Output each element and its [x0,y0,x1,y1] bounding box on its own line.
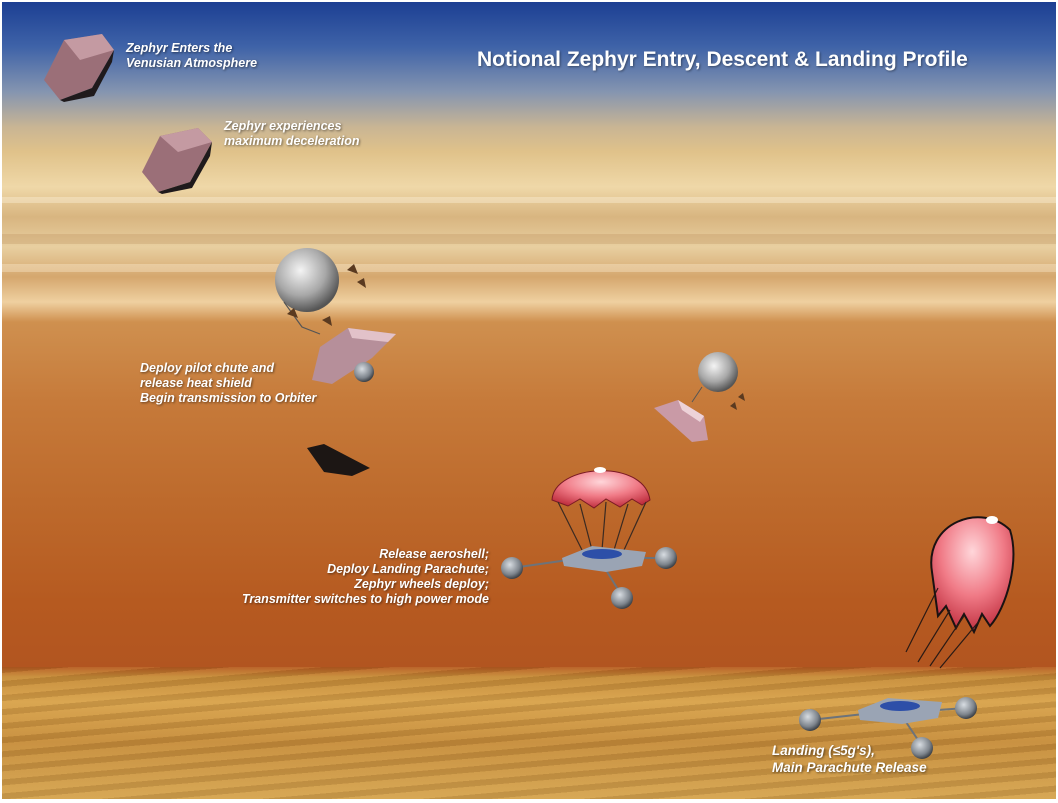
label-max-deceleration: Zephyr experiences maximum deceleration [224,119,359,149]
label-line: Zephyr Enters the [126,41,233,55]
diagram-title: Notional Zephyr Entry, Descent & Landing… [477,48,968,71]
label-line: Venusian Atmosphere [126,56,258,70]
label-atmosphere-entry: Zephyr Enters the Venusian Atmosphere [126,41,257,71]
rover-landed-icon [799,697,977,759]
rover-descending-icon [501,546,677,609]
released-parachute-icon [905,516,1015,669]
label-line: Begin transmission to Orbiter [140,391,317,405]
label-pilot-chute: Deploy pilot chute and release heat shie… [140,361,316,406]
label-line: maximum deceleration [224,134,360,148]
aeroshell-deceleration-icon [142,128,212,194]
label-line: Deploy Landing Parachute; [327,562,489,576]
pilot-chute-second-icon [654,352,745,442]
pilot-chute-icon [275,248,366,335]
label-release-aeroshell: Release aeroshell; Deploy Landing Parach… [242,547,489,607]
landing-parachute-icon [551,467,651,551]
label-line: Main Parachute Release [772,760,927,775]
label-line: Release aeroshell; [379,547,489,561]
label-line: release heat shield [140,376,252,390]
heat-shield-release-icon [312,328,396,384]
cloud-band [2,234,1056,244]
label-line: Transmitter switches to high power mode [241,592,489,606]
cloud-band [2,197,1056,203]
venus-surface [2,667,1056,799]
heat-shield-icon [307,444,370,476]
label-landing: Landing (≤5g's), Main Parachute Release [772,742,927,776]
label-line: Landing (≤5g's), [772,743,875,758]
label-line: Zephyr experiences [224,119,342,133]
label-line: Deploy pilot chute and [140,361,275,375]
aeroshell-entry-icon [44,34,114,102]
label-line: Zephyr wheels deploy; [354,577,489,591]
cloud-band [2,264,1056,272]
